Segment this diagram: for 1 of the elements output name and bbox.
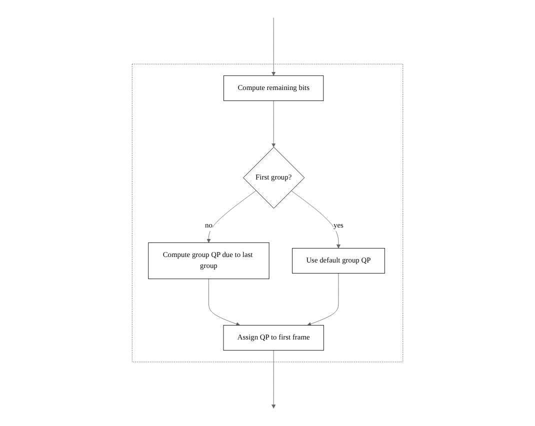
cluster <box>132 64 404 362</box>
